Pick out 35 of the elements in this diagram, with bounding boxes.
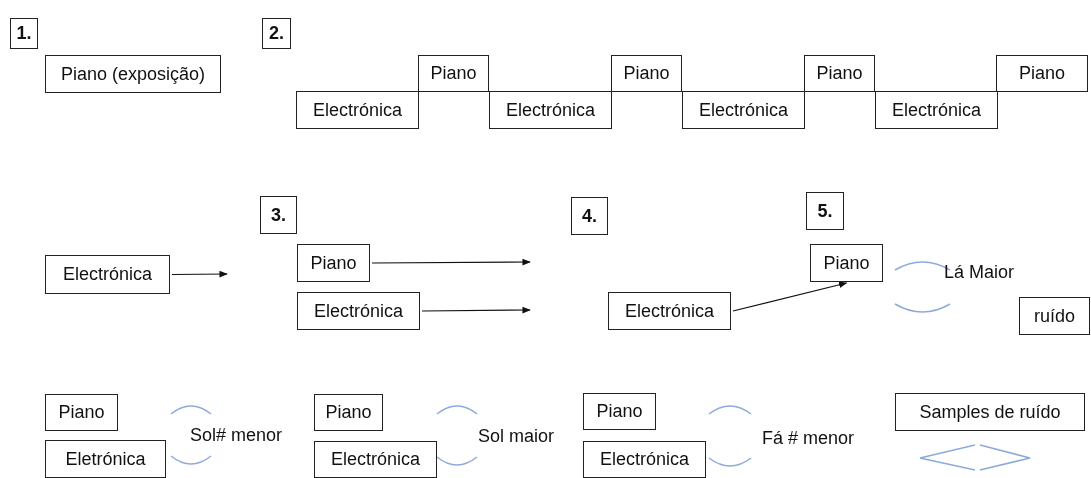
arrow — [171, 270, 228, 278]
key-label: Sol maior — [478, 426, 555, 447]
step-number: 1. — [10, 18, 38, 49]
instrument-box: Piano — [45, 394, 118, 431]
instrument-box: ruído — [1019, 297, 1090, 335]
key-label: Fá # menor — [762, 428, 855, 449]
instrument-box: Electrónica — [608, 292, 731, 330]
instrument-box: Piano — [314, 394, 383, 431]
instrument-box: Piano — [418, 55, 489, 92]
instrument-box: Piano — [297, 244, 370, 282]
step-number: 2. — [262, 18, 291, 49]
instrument-box: Electrónica — [297, 292, 420, 330]
step-number: 5. — [806, 192, 844, 230]
instrument-box: Electrónica — [489, 91, 612, 129]
step-number: 4. — [571, 197, 608, 235]
instrument-box: Electrónica — [875, 91, 998, 129]
instrument-box: Electrónica — [296, 91, 419, 129]
instrument-box: Electrónica — [583, 441, 706, 478]
instrument-box: Electrónica — [682, 91, 805, 129]
instrument-box: Piano (exposição) — [45, 55, 221, 93]
instrument-box: Piano — [611, 55, 682, 92]
instrument-box: Piano — [583, 393, 656, 430]
arrow — [371, 258, 531, 266]
instrument-box: Piano — [996, 55, 1088, 92]
instrument-box: Eletrónica — [45, 440, 166, 478]
step-number: 3. — [260, 196, 297, 234]
instrument-box: Samples de ruído — [895, 393, 1085, 431]
instrument-box: Piano — [810, 244, 883, 282]
arrow — [732, 281, 848, 312]
instrument-box: Electrónica — [314, 441, 437, 478]
key-label: Lá Maior — [944, 262, 1015, 283]
key-label: Sol# menor — [190, 425, 283, 446]
instrument-box: Piano — [804, 55, 875, 92]
arrow — [421, 306, 531, 314]
instrument-box: Electrónica — [45, 255, 170, 294]
